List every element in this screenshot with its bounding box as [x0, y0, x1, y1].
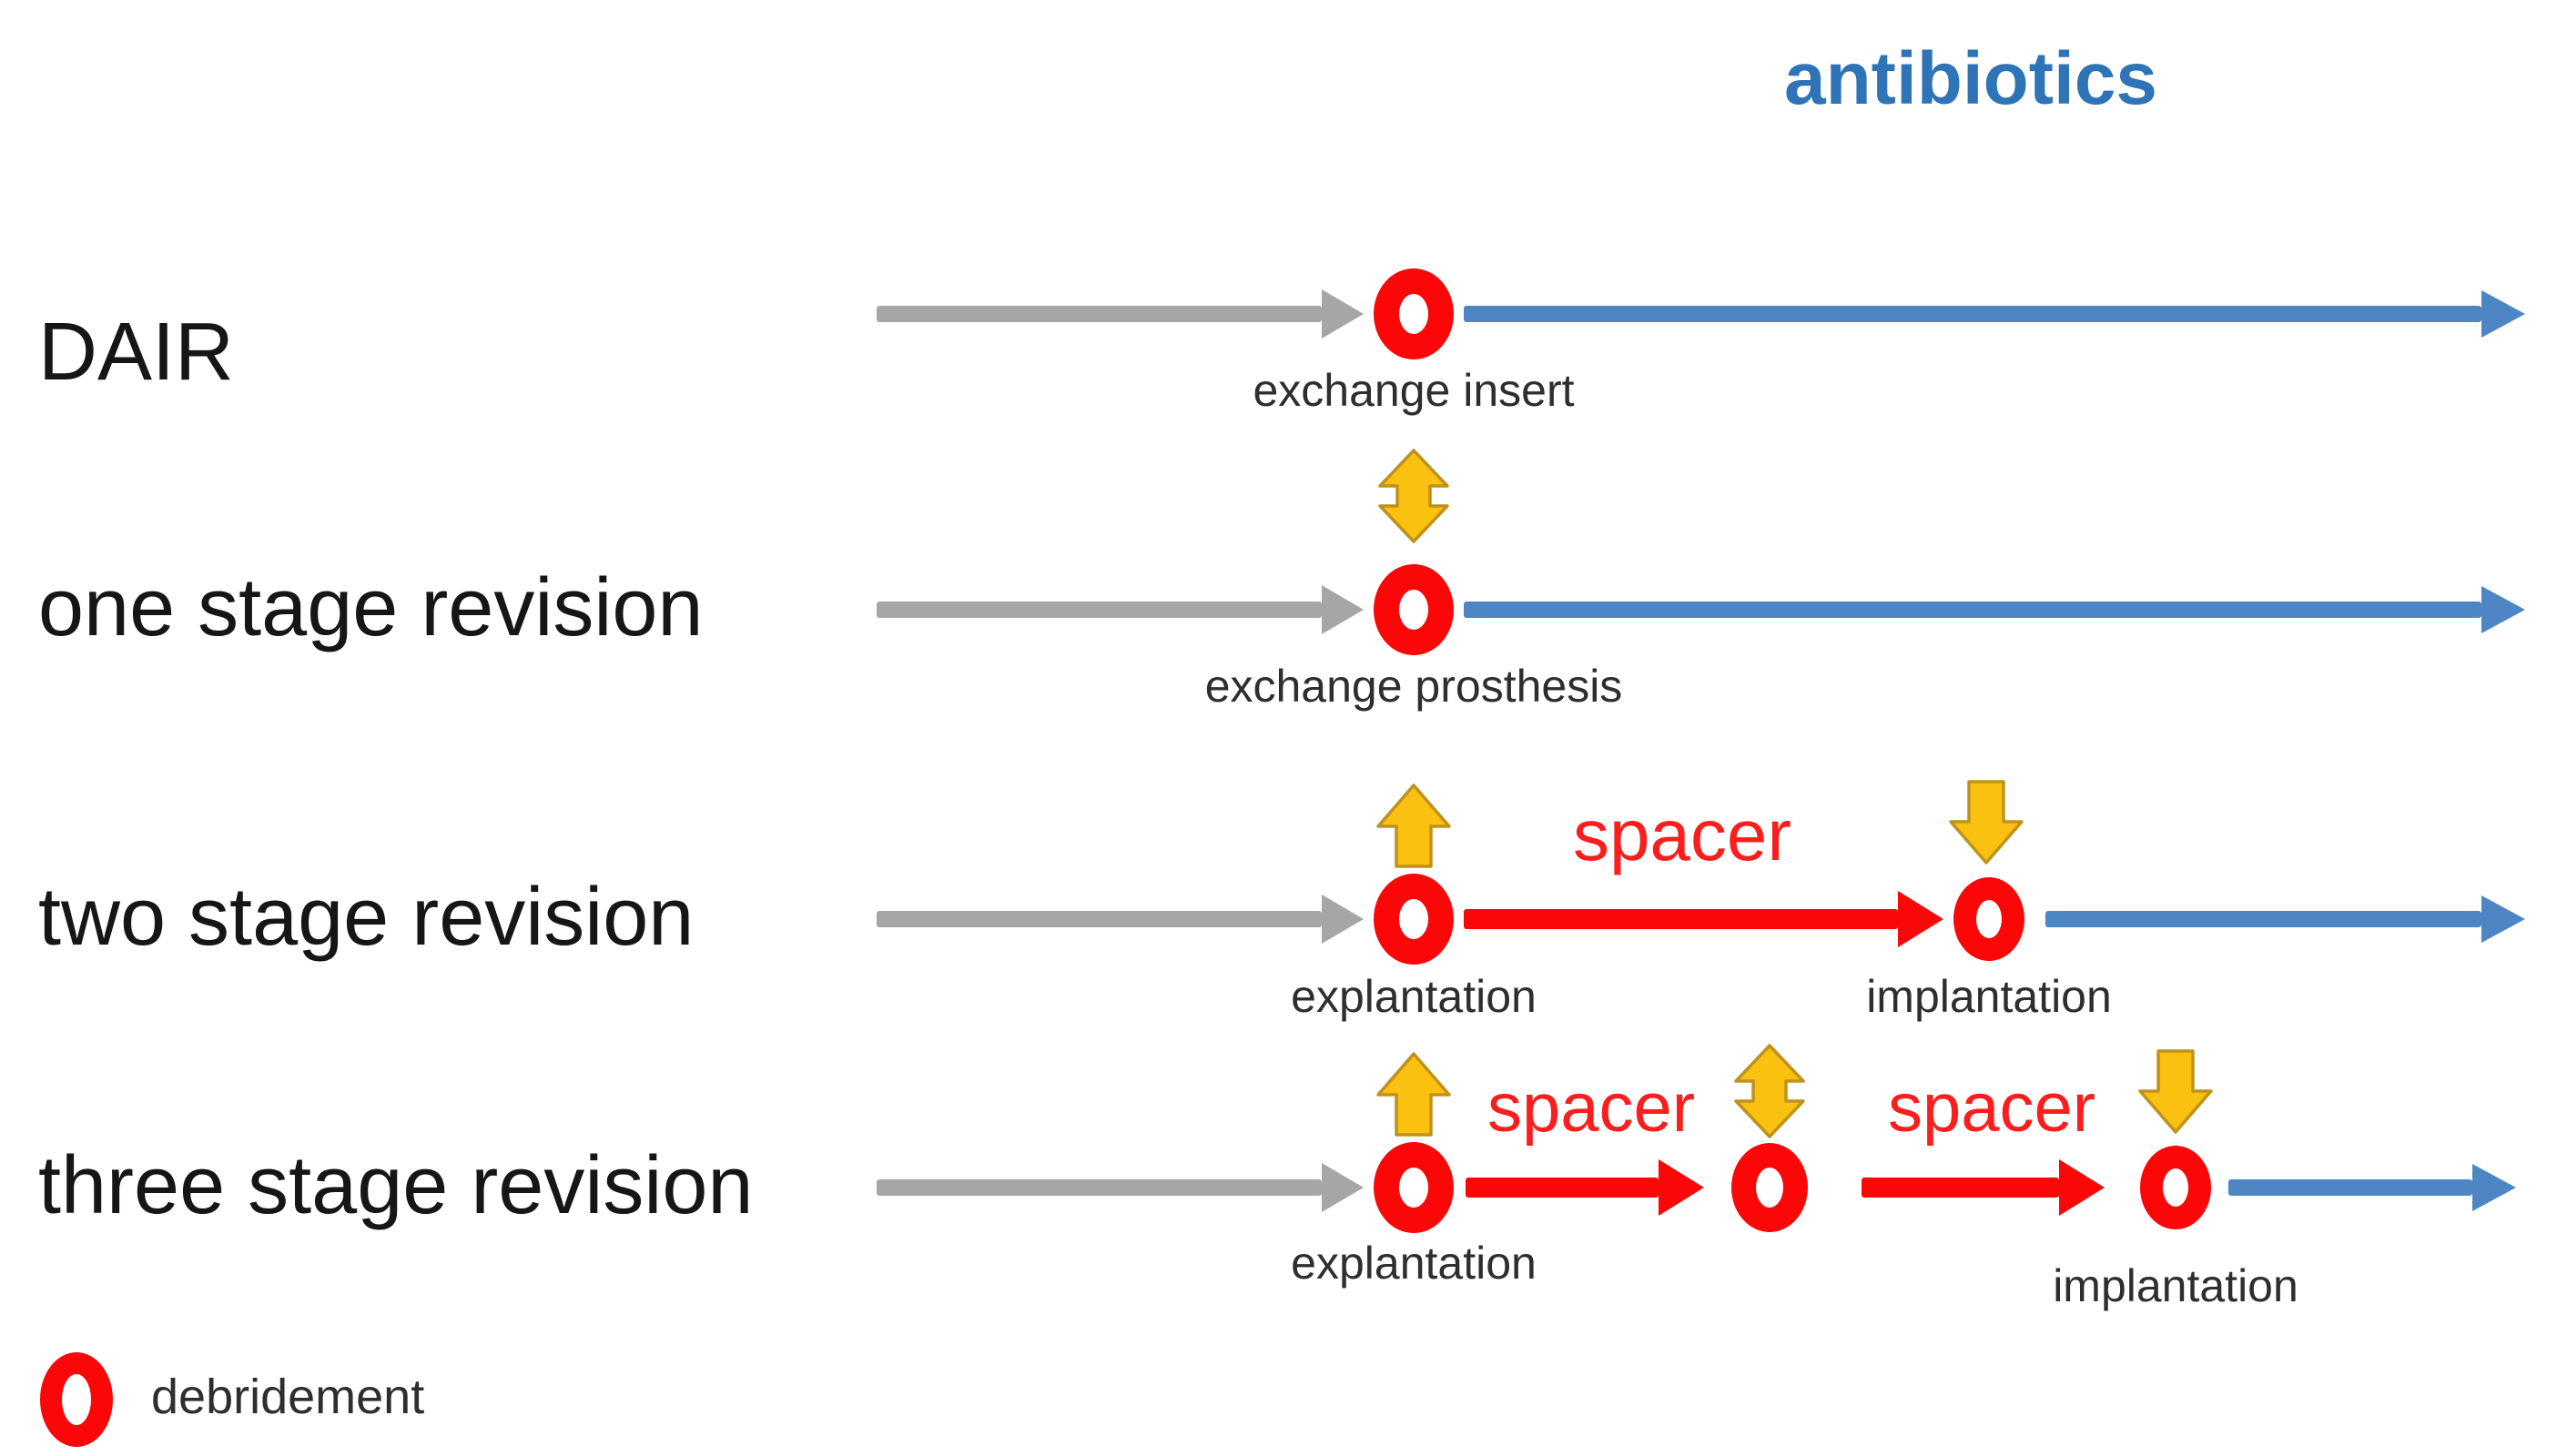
down-arrow-icon: [2138, 1049, 2213, 1134]
spacer-arrow-head: [1898, 891, 1943, 947]
up-down-arrow-icon: [1378, 449, 1449, 543]
up-arrow-icon: [1376, 784, 1451, 868]
spacer-arrow-head: [2059, 1159, 2105, 1216]
pre-treatment-arrow-shaft: [877, 602, 1322, 618]
debridement-marker-icon: [2140, 1146, 2211, 1229]
pre-treatment-arrow-shaft: [877, 1179, 1322, 1196]
debridement-marker-icon: [1953, 877, 2024, 961]
event-label: exchange insert: [1253, 365, 1575, 416]
up-down-arrow-icon: [1734, 1044, 1805, 1138]
event-label: exchange prosthesis: [1204, 661, 1623, 712]
spacer-arrow-shaft: [1466, 1178, 1659, 1198]
event-label: explantation: [1291, 971, 1537, 1022]
debridement-marker-icon: [1374, 874, 1454, 965]
antibiotics-title: antibiotics: [1783, 37, 2158, 120]
antibiotics-arrow-shaft: [1464, 602, 2481, 618]
pre-treatment-arrow-head: [1322, 1163, 1364, 1212]
spacer-arrow-head: [1659, 1159, 1704, 1216]
spacer-arrow-shaft: [1862, 1178, 2059, 1198]
legend-label: debridement: [151, 1370, 425, 1424]
debridement-marker-icon: [1731, 1143, 1808, 1232]
antibiotics-arrow-shaft: [2045, 911, 2481, 927]
antibiotics-arrow-shaft: [1464, 306, 2481, 322]
antibiotics-arrow-head: [2481, 290, 2525, 338]
debridement-marker-icon: [1374, 268, 1454, 359]
antibiotics-arrow-head: [2472, 1164, 2516, 1211]
antibiotics-arrow-shaft: [2228, 1179, 2472, 1196]
event-label: implantation: [1866, 971, 2112, 1022]
spacer-label: spacer: [1572, 794, 1792, 875]
antibiotics-arrow-head: [2481, 895, 2525, 943]
legend-debridement-icon: [40, 1352, 113, 1447]
row-label-three-stage: three stage revision: [38, 1140, 754, 1231]
down-arrow-icon: [1949, 780, 2024, 864]
antibiotics-arrow-head: [2481, 586, 2525, 633]
row-label-dair: DAIR: [38, 307, 235, 398]
pre-treatment-arrow-head: [1322, 289, 1364, 339]
up-arrow-icon: [1376, 1052, 1451, 1137]
pre-treatment-arrow-shaft: [877, 911, 1322, 927]
debridement-marker-icon: [1374, 1142, 1454, 1233]
pre-treatment-arrow-head: [1322, 585, 1364, 634]
event-label: explantation: [1291, 1238, 1537, 1289]
spacer-label: spacer: [1486, 1069, 1696, 1147]
spacer-label: spacer: [1887, 1069, 2096, 1147]
event-label: implantation: [2053, 1260, 2298, 1311]
pre-treatment-arrow-head: [1322, 895, 1364, 944]
spacer-arrow-shaft: [1464, 909, 1898, 929]
debridement-marker-icon: [1374, 564, 1454, 655]
row-label-one-stage: one stage revision: [38, 562, 704, 653]
row-label-two-stage: two stage revision: [38, 872, 695, 963]
pre-treatment-arrow-shaft: [877, 306, 1322, 322]
